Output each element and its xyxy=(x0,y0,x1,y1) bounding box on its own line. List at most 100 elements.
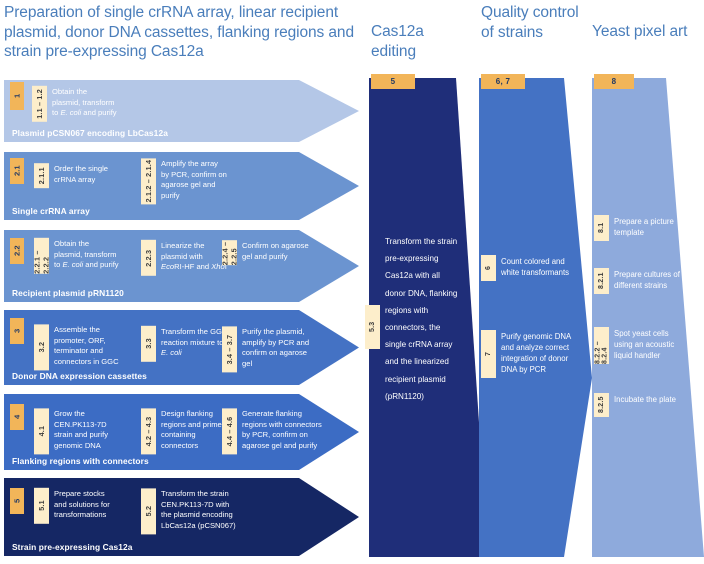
step-number: 8.1 xyxy=(594,215,609,241)
step-number: 7 xyxy=(481,330,496,378)
stage-number: 2.2 xyxy=(10,238,24,264)
stage-caption: Flanking regions with connectors xyxy=(12,456,149,466)
stage-row: Donor DNA expression cassettes xyxy=(4,310,359,385)
yeast-stage-number: 8 xyxy=(594,74,634,89)
stage-row: Single crRNA array xyxy=(4,152,359,220)
step-number: 3.2 xyxy=(34,324,49,371)
stage-arrow-shape xyxy=(4,152,359,220)
header-preparation: Preparation of single crRNA array, linea… xyxy=(4,4,354,60)
stage-row: Plasmid pCSN067 encoding LbCas12a xyxy=(4,80,359,142)
step-number: 2.1.2 – 2.1.4 xyxy=(141,158,156,205)
step-number: 4.1 xyxy=(34,408,49,455)
cas12a-stage-number: 5 xyxy=(371,74,415,89)
stage-row: Strain pre-expressing Cas12a xyxy=(4,478,359,556)
step-number: 4.2 – 4.3 xyxy=(141,408,156,455)
stage-caption: Plasmid pCSN067 encoding LbCas12a xyxy=(12,128,168,138)
header-quality-control: Quality control of strains xyxy=(481,4,579,41)
stage-number: 5 xyxy=(10,488,24,514)
step-number: 8.2.1 xyxy=(594,268,609,294)
stage-caption: Recipient plasmid pRN1120 xyxy=(12,288,124,298)
step-number: 5.1 xyxy=(34,488,49,524)
step-number: 3.3 xyxy=(141,326,156,362)
step-text: Incubate the plate xyxy=(614,395,676,404)
stage-caption: Single crRNA array xyxy=(12,206,90,216)
stage-number: 3 xyxy=(10,318,24,344)
step-number: 4.4 – 4.6 xyxy=(222,408,237,455)
step-number: 8.2.5 xyxy=(594,393,609,417)
stage-row: Flanking regions with connectors xyxy=(4,394,359,470)
quality-control-stage-number: 6, 7 xyxy=(481,74,525,89)
stage-number: 4 xyxy=(10,404,24,430)
stage-caption: Donor DNA expression cassettes xyxy=(12,371,147,381)
stage-number: 1 xyxy=(10,82,24,110)
step-number: 5.3 xyxy=(365,305,380,349)
stage-arrow-shape xyxy=(4,80,359,142)
cas12a-step-number-block: 5.3 xyxy=(365,305,380,349)
step-number: 3.4 – 3.7 xyxy=(222,326,237,373)
stage-arrow-shape xyxy=(4,394,359,470)
header-yeast-pixel-art: Yeast pixel art xyxy=(592,23,688,40)
stage-arrow-shape xyxy=(4,478,359,556)
header-cas12a-editing: Cas12a editing xyxy=(371,23,424,60)
yeast-pixel-art-column xyxy=(592,78,704,557)
stage-caption: Strain pre-expressing Cas12a xyxy=(12,542,133,552)
step-number: 2.2.3 xyxy=(141,240,156,276)
step-number: 2.1.1 xyxy=(34,163,49,189)
step-number: 6 xyxy=(481,255,496,281)
quality-control-shape xyxy=(479,78,592,557)
step-number: 5.2 xyxy=(141,488,156,535)
step-number: 2.2.1 – 2.2.2 xyxy=(33,238,51,274)
step-number: 1.1 – 1.2 xyxy=(32,86,47,122)
yeast-shape xyxy=(592,78,704,557)
cas12a-shape xyxy=(369,78,488,557)
stage-number: 2.1 xyxy=(10,158,24,184)
step-block: 3.4 – 3.7 Purify the plasmid,amplify by P… xyxy=(222,326,359,373)
cas12a-editing-column xyxy=(369,78,488,557)
stage-arrow-shape xyxy=(4,310,359,385)
stage-arrow-shape xyxy=(4,230,359,302)
stage-row: Recipient plasmid pRN1120 xyxy=(4,230,359,302)
step-block: 8.2.5 Incubate the plate xyxy=(594,393,697,417)
step-number: 2.2.4 – 2.2.5 xyxy=(220,240,239,266)
quality-control-column xyxy=(479,78,592,557)
step-number: 8.2.2 – 8.2.4 xyxy=(594,327,609,364)
